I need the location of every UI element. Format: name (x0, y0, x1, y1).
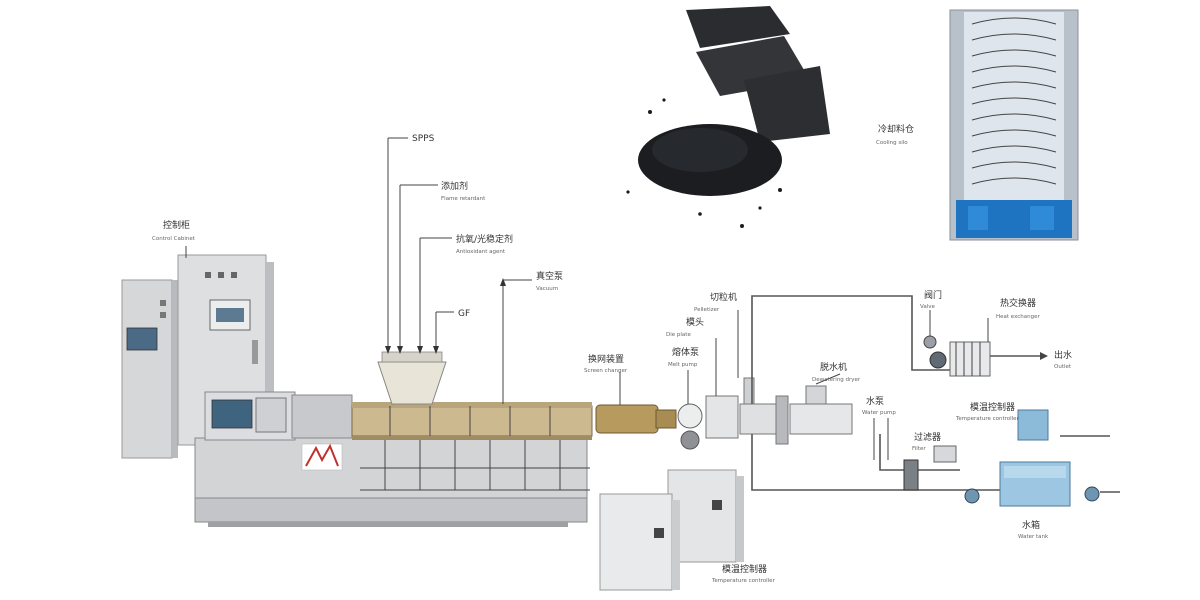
cooling-silo-label: 冷却料仓 Cooling silo (876, 123, 914, 146)
svg-text:抗氧/光稳定剂: 抗氧/光稳定剂 (456, 233, 513, 245)
water-tank: 水箱 Water tank (964, 461, 1100, 540)
svg-text:模温控制器: 模温控制器 (722, 563, 767, 575)
svg-text:Outlet: Outlet (1054, 364, 1072, 370)
svg-text:Valve: Valve (920, 304, 935, 310)
svg-text:真空泵: 真空泵 (536, 270, 563, 282)
svg-text:Die plate: Die plate (666, 332, 691, 338)
svg-text:Melt pump: Melt pump (668, 362, 698, 368)
svg-text:Temperature controller: Temperature controller (711, 578, 776, 584)
svg-text:Dewatering dryer: Dewatering dryer (812, 377, 861, 383)
control-cabinet-label: 控制柜 Control Cabinet (152, 219, 196, 258)
svg-text:Water pump: Water pump (862, 410, 896, 416)
svg-text:Temperature controller: Temperature controller (955, 416, 1020, 422)
raw-material-photo (638, 6, 830, 196)
svg-text:水箱: 水箱 (1022, 519, 1040, 531)
feeder-arrows: SPPS 添加剂 Flame retardant 抗氧/光稳定剂 Antioxi… (385, 134, 563, 404)
brand-logo-icon (301, 443, 343, 471)
mold-temp-unit-front (599, 493, 680, 591)
valve: 阀门 Valve (920, 289, 947, 369)
svg-text:换网装置: 换网装置 (588, 353, 624, 365)
pelletizer: 切粒机 Pelletizer (694, 291, 789, 445)
cooling-silo-photo (949, 9, 1079, 241)
svg-text:SPPS: SPPS (412, 134, 435, 144)
water-pump: 水泵 Water pump (862, 395, 919, 491)
svg-text:模温控制器: 模温控制器 (970, 401, 1015, 413)
mold-temp-unit-label: 模温控制器 Temperature controller (711, 563, 776, 584)
svg-text:Pelletizer: Pelletizer (694, 307, 720, 313)
svg-text:控制柜: 控制柜 (163, 219, 190, 231)
hopper (377, 351, 447, 405)
dewatering-dryer: 脱水机 Dewatering dryer (789, 361, 861, 435)
temperature-controller: 模温控制器 Temperature controller (955, 401, 1049, 441)
svg-text:过滤器: 过滤器 (914, 431, 941, 443)
extruder-machine (194, 391, 593, 527)
svg-text:阀门: 阀门 (924, 289, 942, 301)
svg-text:Flame retardant: Flame retardant (441, 196, 486, 202)
svg-text:脱水机: 脱水机 (820, 361, 847, 373)
svg-text:Heat exchanger: Heat exchanger (996, 314, 1040, 320)
melt-pump: 熔体泵 Melt pump (668, 346, 703, 450)
svg-text:水泵: 水泵 (866, 395, 884, 407)
heat-exchanger: 热交换器 Heat exchanger 出水 Outlet (949, 297, 1072, 377)
svg-text:Screen changer: Screen changer (584, 368, 628, 374)
pellet-specks (626, 98, 782, 228)
svg-text:热交换器: 热交换器 (1000, 297, 1036, 309)
svg-text:Antioxidant agent: Antioxidant agent (456, 249, 506, 255)
svg-text:冷却料仓: 冷却料仓 (878, 123, 914, 135)
svg-text:Cooling silo: Cooling silo (876, 140, 908, 146)
control-cabinet-left (121, 279, 178, 459)
svg-text:Vacuum: Vacuum (536, 286, 558, 292)
svg-text:添加剂: 添加剂 (441, 180, 468, 192)
svg-text:模头: 模头 (686, 317, 704, 328)
svg-text:Water tank: Water tank (1018, 534, 1049, 540)
svg-text:Control Cabinet: Control Cabinet (152, 236, 196, 242)
svg-text:出水: 出水 (1054, 349, 1072, 361)
die-plate: 模头 Die plate (666, 317, 739, 439)
svg-text:GF: GF (458, 309, 470, 319)
filter: 过滤器 Filter (912, 431, 957, 463)
svg-text:切粒机: 切粒机 (710, 291, 737, 303)
svg-text:熔体泵: 熔体泵 (672, 346, 699, 358)
screen-changer: 换网装置 Screen changer (584, 353, 677, 434)
svg-text:Filter: Filter (912, 446, 926, 452)
